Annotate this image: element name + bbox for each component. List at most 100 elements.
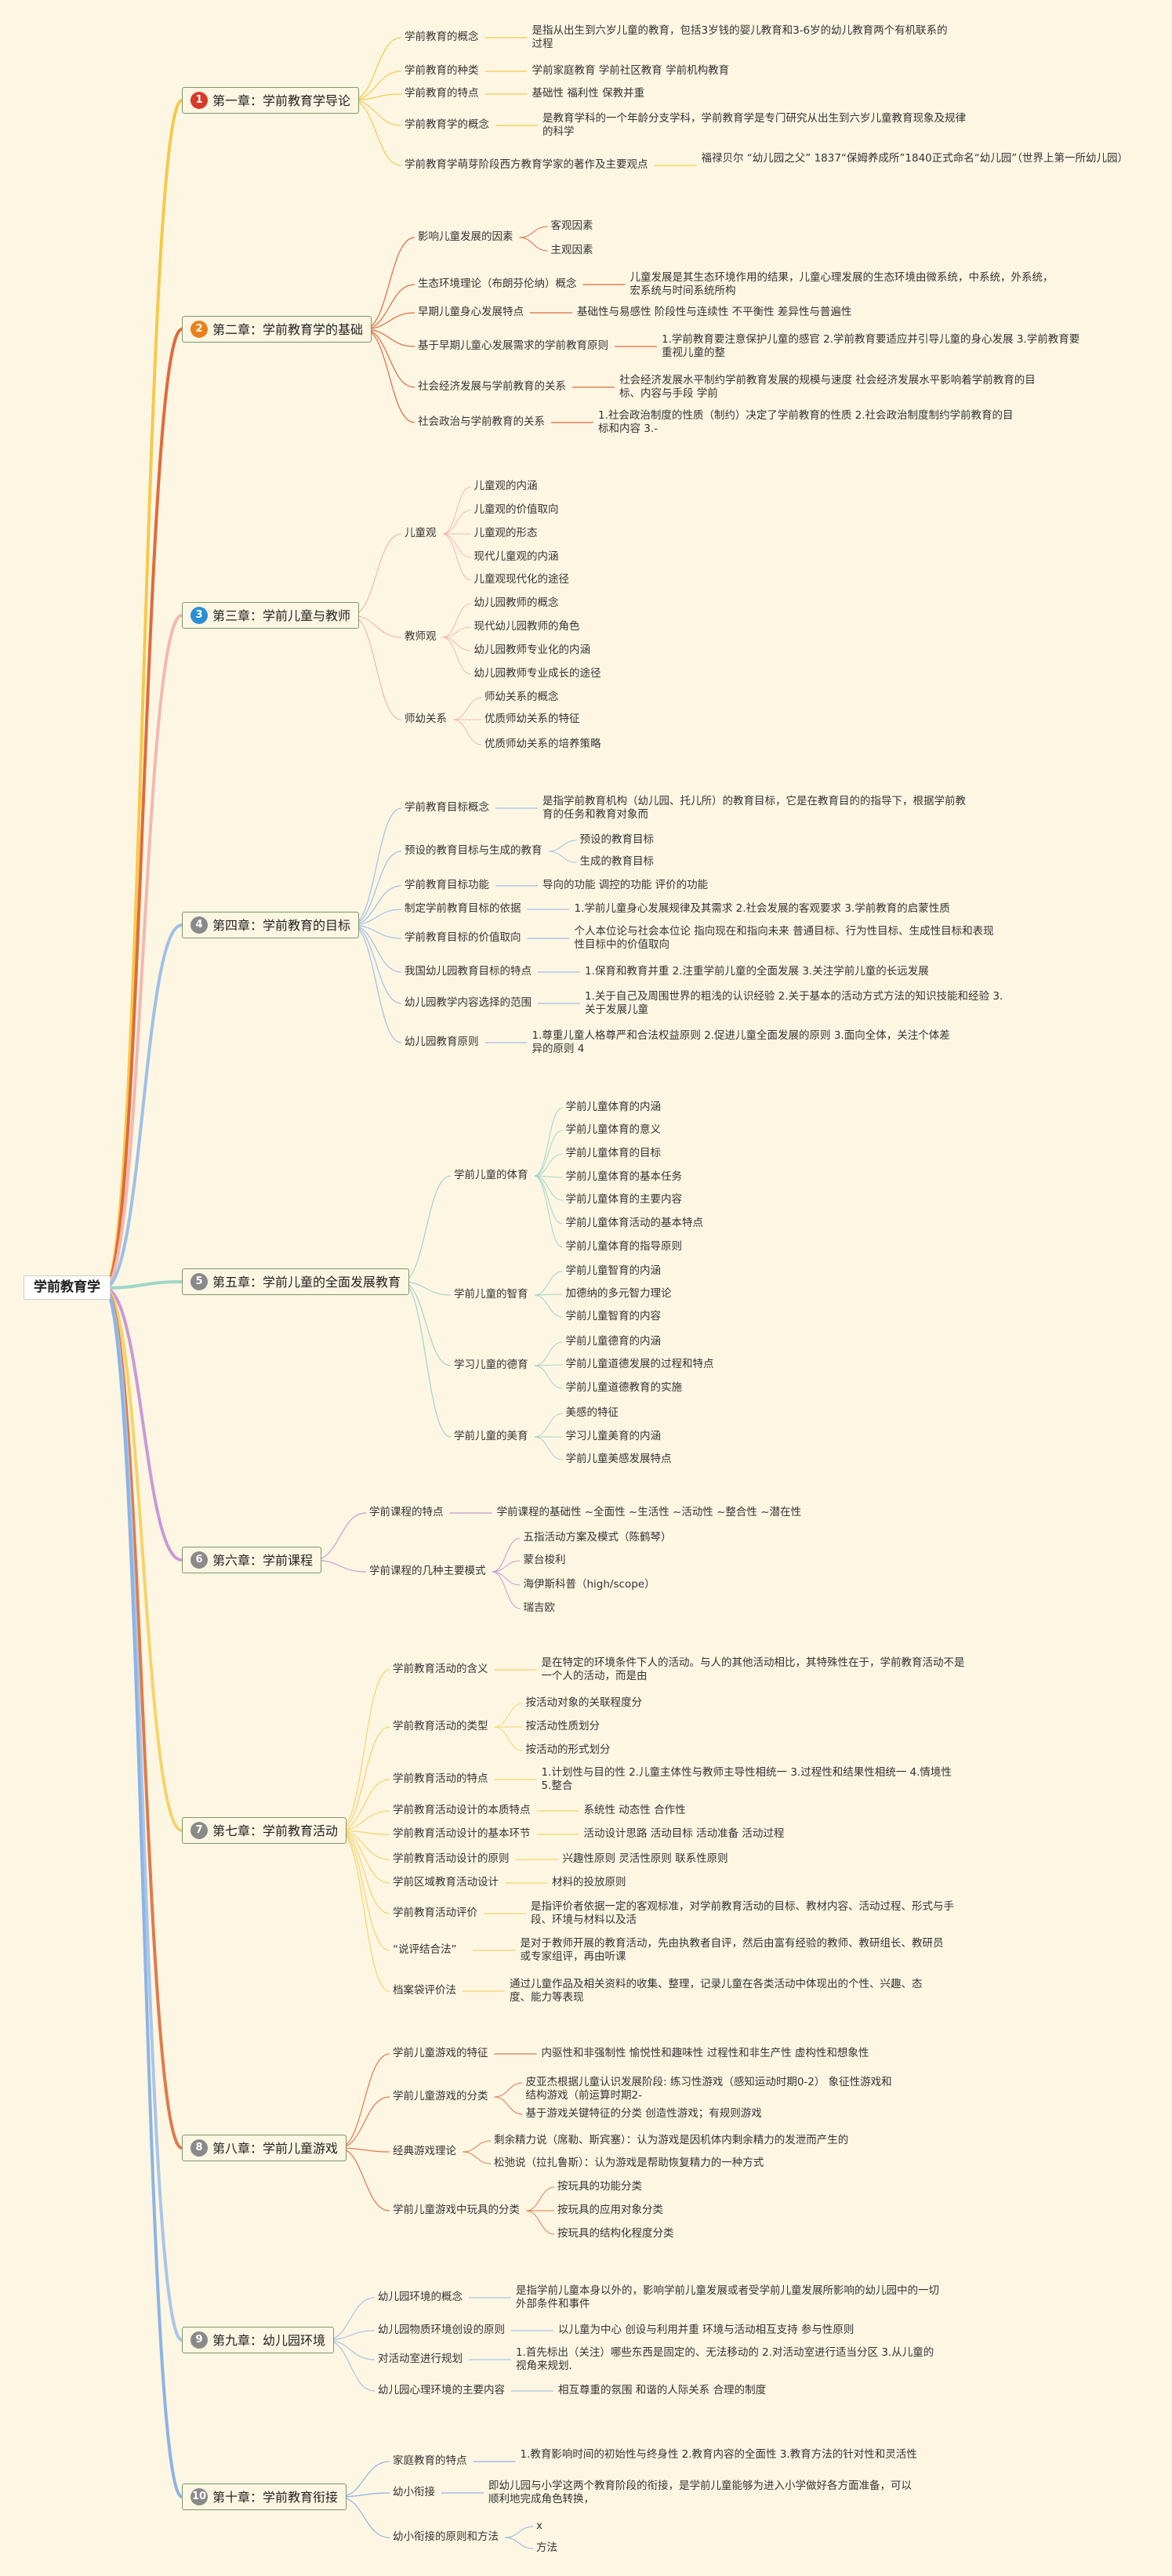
sub-item[interactable]: 师幼关系的概念	[484, 691, 559, 703]
sub-item[interactable]: 客观因素	[550, 220, 593, 232]
topic-label[interactable]: 幼儿园环境的概念	[378, 2291, 463, 2303]
sub-item[interactable]: 按玩具的应用对象分类	[557, 2204, 663, 2216]
sub-item[interactable]: 剩余精力说（席勒、斯宾塞）：认为游戏是因机体内剩余精力的发泄而产生的	[494, 2134, 849, 2146]
sub-item[interactable]: 按玩具的结构化程度分类	[557, 2227, 674, 2240]
sub-item[interactable]: 蒙台梭利	[523, 1554, 566, 1566]
topic-label[interactable]: 幼儿园教学内容选择的范围	[405, 996, 532, 1009]
sub-item[interactable]: 按玩具的功能分类	[557, 2180, 642, 2193]
topic-label[interactable]: 幼儿园心理环境的主要内容	[378, 2384, 505, 2396]
topic-label[interactable]: 学前教育目标的价值取向	[405, 931, 521, 944]
sub-item[interactable]: 按活动对象的关联程度分	[525, 1696, 643, 1709]
sub-item[interactable]: 学前儿童体育的指导原则	[565, 1240, 683, 1253]
topic-label[interactable]: 学习儿童的德育	[454, 1359, 528, 1371]
sub-item[interactable]: 优质师幼关系的培养策略	[484, 738, 601, 750]
sub-item[interactable]: 儿童观的内涵	[474, 480, 538, 492]
topic-label[interactable]: 学前儿童游戏的特征	[393, 2047, 488, 2059]
topic-label[interactable]: 学前儿童游戏中玩具的分类	[393, 2204, 520, 2216]
sub-item[interactable]: 加德纳的多元智力理论	[565, 1287, 672, 1300]
topic-label[interactable]: 学前区域教育活动设计	[393, 1876, 499, 1888]
topic-label[interactable]: 学前儿童的智育	[454, 1288, 528, 1301]
topic-label[interactable]: 学前教育活动的特点	[393, 1772, 488, 1785]
sub-item[interactable]: 方法	[536, 2542, 557, 2554]
topic-label[interactable]: 家庭教育的特点	[393, 2454, 467, 2467]
topic-label[interactable]: 学前教育学的概念	[405, 118, 489, 131]
sub-item[interactable]: 学前儿童美感发展特点	[565, 1453, 672, 1465]
sub-item[interactable]: 主观因素	[550, 244, 593, 256]
topic-label[interactable]: 幼儿园教育原则	[405, 1036, 479, 1048]
sub-item[interactable]: 预设的教育目标	[579, 833, 655, 846]
sub-item[interactable]: 幼儿园教师专业化的内涵	[474, 644, 591, 656]
topic-label[interactable]: 幼小衔接	[393, 2486, 435, 2498]
topic-label[interactable]: 学前课程的特点	[369, 1506, 444, 1518]
sub-item[interactable]: 儿童观现代化的途径	[474, 573, 570, 586]
sub-item[interactable]: 按活动的形式划分	[525, 1743, 611, 1756]
sub-item[interactable]: 儿童观的价值取向	[474, 503, 559, 516]
topic-label[interactable]: 基于早期儿童心发展需求的学前教育原则	[418, 339, 608, 352]
topic-label[interactable]: 学前教育的种类	[405, 64, 479, 77]
sub-item[interactable]: 学前儿童体育的目标	[565, 1147, 662, 1159]
topic-label[interactable]: 儿童观	[405, 527, 437, 539]
sub-item[interactable]: 学前儿童体育的意义	[565, 1123, 662, 1136]
sub-item[interactable]: 皮亚杰根据儿童认识发展阶段: 练习性游戏（感知运动时期0-2） 象征性游戏和结构…	[525, 2076, 892, 2102]
topic-label[interactable]: 影响儿童发展的因素	[418, 230, 513, 243]
topic-label[interactable]: 学前教育活动的含义	[393, 1663, 488, 1675]
topic-label[interactable]: 预设的教育目标与生成的教育	[405, 844, 542, 857]
sub-item[interactable]: 基于游戏关键特征的分类 创造性游戏；有规则游戏	[525, 2107, 762, 2120]
topic-label[interactable]: 学前教育活动设计的本质特点	[393, 1804, 531, 1816]
topic-label[interactable]: 学前教育目标概念	[405, 801, 489, 814]
sub-item[interactable]: 幼儿园教师的概念	[474, 597, 559, 609]
sub-item[interactable]: 学前儿童智育的内容	[565, 1310, 662, 1322]
topic-label[interactable]: 学前课程的几种主要模式	[369, 1565, 486, 1577]
topic-label[interactable]: 学前教育活动设计的基本环节	[393, 1827, 531, 1840]
topic-label[interactable]: 师幼关系	[405, 713, 447, 725]
topic-label[interactable]: 幼儿园物质环境创设的原则	[378, 2324, 505, 2336]
sub-item[interactable]: 学前儿童体育的基本任务	[565, 1170, 683, 1183]
topic-label[interactable]: 学前教育活动的类型	[393, 1720, 488, 1732]
topic-label[interactable]: 早期儿童身心发展特点	[418, 306, 524, 318]
topic-label[interactable]: 我国幼儿园教育目标的特点	[405, 965, 532, 978]
sub-item[interactable]: 学前儿童体育的内涵	[565, 1101, 662, 1113]
topic-label[interactable]: 教师观	[405, 630, 437, 643]
topic-label[interactable]: 学前儿童的体育	[454, 1169, 528, 1181]
sub-item[interactable]: 学前儿童道德教育的实施	[565, 1381, 683, 1394]
sub-item[interactable]: 儿童观的形态	[474, 527, 538, 539]
sub-item[interactable]: 学前儿童体育的主要内容	[565, 1193, 683, 1206]
sub-item[interactable]: 海伊斯科普（high/scope）	[523, 1578, 655, 1591]
sub-item[interactable]: 生成的教育目标	[579, 855, 655, 868]
topic-label[interactable]: 社会经济发展与学前教育的关系	[418, 380, 566, 393]
topic-label[interactable]: 学前教育目标功能	[405, 879, 489, 891]
sub-item[interactable]: 现代幼儿园教师的角色	[474, 620, 580, 633]
topic-label[interactable]: 学前教育的概念	[405, 31, 479, 43]
sub-item[interactable]: 优质师幼关系的特征	[484, 713, 580, 725]
sub-item[interactable]: 学前儿童德育的内涵	[565, 1335, 662, 1348]
topic-label[interactable]: 幼小衔接的原则和方法	[393, 2531, 499, 2543]
sub-item[interactable]: 松弛说（拉扎鲁斯）：认为游戏是帮助恢复精力的一种方式	[494, 2157, 764, 2169]
sub-item[interactable]: 现代儿童观的内涵	[474, 550, 559, 563]
topic-label[interactable]: 学前儿童的美育	[454, 1430, 528, 1442]
topic-label[interactable]: 生态环境理论（布朗芬伦纳）概念	[418, 278, 577, 290]
topic-label[interactable]: “说评结合法”	[393, 1943, 457, 1956]
root-node[interactable]: 学前教育学	[24, 1275, 111, 1300]
topic-label[interactable]: 社会政治与学前教育的关系	[418, 415, 545, 428]
topic-label[interactable]: 学前教育学萌芽阶段西方教育学家的著作及主要观点	[405, 158, 648, 171]
topic-label[interactable]: 学前教育活动设计的原则	[393, 1852, 510, 1865]
topic-label[interactable]: 制定学前教育目标的依据	[405, 902, 521, 915]
sub-item[interactable]: 学前儿童体育活动的基本特点	[565, 1217, 704, 1229]
sub-item[interactable]: 瑞吉欧	[523, 1602, 556, 1614]
topic-label[interactable]: 学前儿童游戏的分类	[393, 2090, 488, 2103]
sub-item[interactable]: 按活动性质划分	[525, 1720, 601, 1732]
topic-label[interactable]: 学前教育的特点	[405, 87, 479, 100]
topic-label[interactable]: 经典游戏理论	[393, 2145, 456, 2157]
topic-label[interactable]: 对活动室进行规划	[378, 2353, 463, 2365]
sub-item[interactable]: x	[536, 2520, 542, 2532]
topic-label[interactable]: 学前教育活动评价	[393, 1907, 477, 1919]
